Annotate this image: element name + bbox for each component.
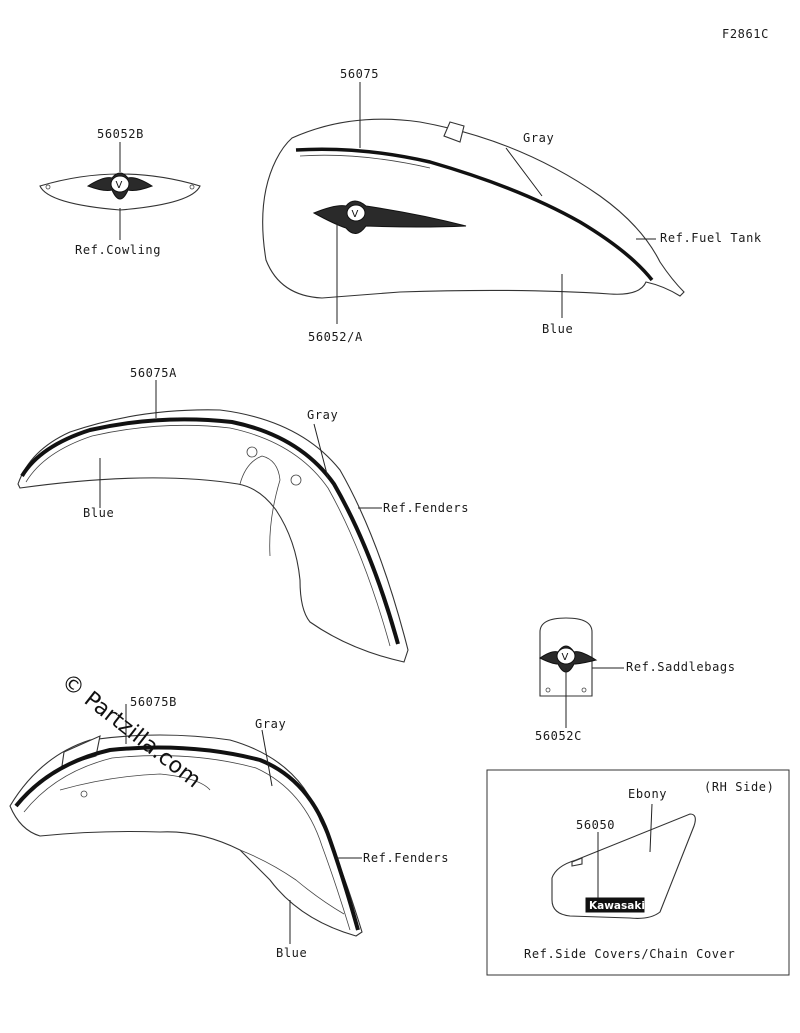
side-cover: Kawasaki [551, 813, 696, 919]
ref-fenders-rear-label: Ref.Fenders [363, 851, 449, 865]
front-gray-label: Gray [307, 408, 338, 422]
ref-cowling-label: Ref.Cowling [75, 243, 161, 257]
part-number-56050: 56050 [576, 818, 615, 832]
side-cover-box [486, 769, 790, 976]
ebony-label: Ebony [628, 787, 667, 801]
front-blue-label: Blue [83, 506, 114, 520]
part-number-56075: 56075 [340, 67, 379, 81]
fuel-tank: V [262, 118, 685, 299]
figure-code: F2861C [722, 27, 769, 41]
tank-gray-label: Gray [523, 131, 554, 145]
ref-fenders-front-label: Ref.Fenders [383, 501, 469, 515]
ref-side-covers-label: Ref.Side Covers/Chain Cover [524, 947, 735, 961]
part-number-56052a: 56052/A [308, 330, 363, 344]
tank-blue-label: Blue [542, 322, 573, 336]
cowling-emblem: V [39, 172, 201, 211]
rear-blue-label: Blue [276, 946, 307, 960]
kawasaki-badge [585, 897, 645, 913]
saddlebag-emblem: V [539, 617, 598, 697]
svg-text:V: V [116, 180, 123, 191]
front-fender [17, 409, 409, 663]
ref-fuel-tank-label: Ref.Fuel Tank [660, 231, 762, 245]
part-number-56075a: 56075A [130, 366, 177, 380]
rear-gray-label: Gray [255, 717, 286, 731]
part-number-56052b: 56052B [97, 127, 144, 141]
ref-saddlebags-label: Ref.Saddlebags [626, 660, 736, 674]
rh-side-label: (RH Side) [704, 780, 774, 794]
svg-text:V: V [562, 652, 569, 663]
svg-text:V: V [352, 209, 359, 220]
kawasaki-badge-text: Kawasaki [589, 900, 645, 912]
part-number-56075b: 56075B [130, 695, 177, 709]
part-number-56052c: 56052C [535, 729, 582, 743]
